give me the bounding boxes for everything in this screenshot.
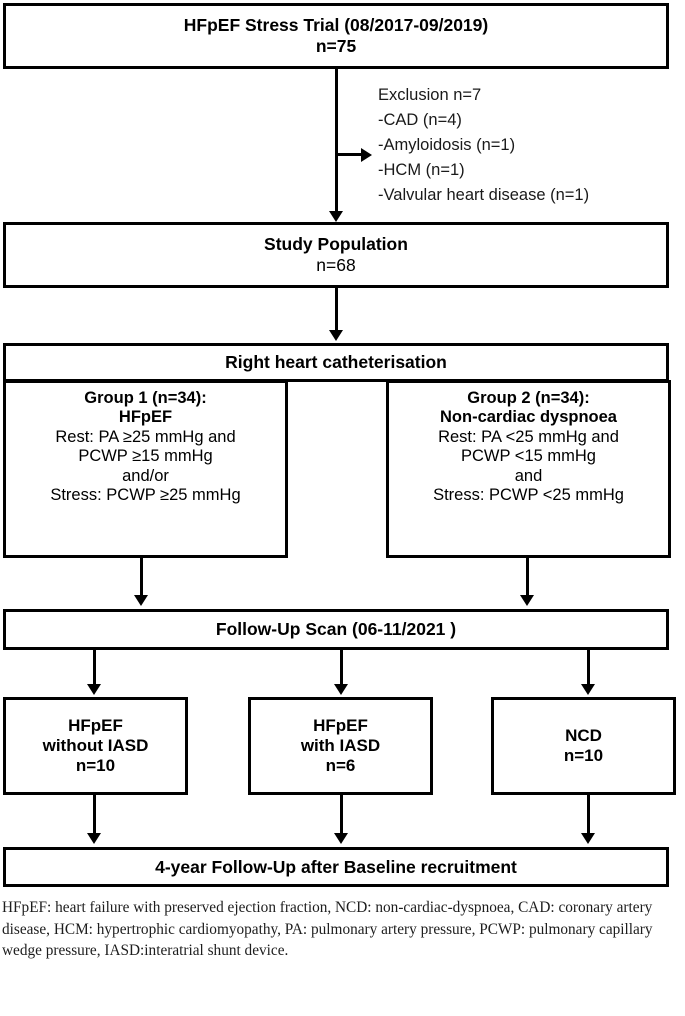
exclusion-item-valvular: -Valvular heart disease (n=1) [378, 186, 590, 205]
arrowhead-group2-to-fuscan [520, 595, 534, 606]
group2-conjunction: and [514, 466, 543, 485]
result1-line1: HFpEF [68, 715, 123, 735]
group2-criterion-2: PCWP <15 mmHg [461, 447, 596, 466]
result3-count: n=10 [563, 746, 604, 765]
studypop-title: Study Population [264, 234, 408, 255]
group2-subheading: Non-cardiac dyspnoea [440, 408, 617, 427]
connector-group1-to-fuscan [140, 558, 143, 597]
trial-title: HFpEF Stress Trial (08/2017-09/2019) [183, 15, 489, 36]
group1-criterion-1: Rest: PA ≥25 mmHg and [55, 427, 236, 446]
arrowhead-trial-to-studypop [329, 211, 343, 222]
exclusion-item-cad: -CAD (n=4) [378, 111, 462, 130]
group1-criterion-2: PCWP ≥15 mmHg [78, 447, 213, 466]
rhc-title: Right heart catheterisation [225, 352, 447, 373]
group2-criterion-3: Stress: PCWP <25 mmHg [433, 486, 624, 505]
result2-count: n=6 [325, 756, 356, 776]
node-4-year-followup: 4-year Follow-Up after Baseline recruitm… [3, 847, 669, 887]
connector-fuscan-to-result3 [587, 650, 590, 686]
group1-heading: Group 1 (n=34): [84, 389, 207, 407]
group1-conjunction: and/or [122, 466, 169, 485]
result2-line1: HFpEF [313, 715, 368, 735]
result2-line2: with IASD [300, 735, 381, 755]
node-study-population: Study Population n=68 [3, 222, 669, 288]
connector-exclusion-branch [338, 153, 362, 156]
trial-count: n=75 [315, 36, 357, 56]
connector-group2-to-fuscan [526, 558, 529, 597]
annotation-exclusion: Exclusion n=7 -CAD (n=4) -Amyloidosis (n… [378, 83, 678, 208]
node-ncd: NCD n=10 [491, 697, 676, 795]
node-group-2: Group 2 (n=34): Non-cardiac dyspnoea Res… [386, 380, 671, 558]
exclusion-item-hcm: -HCM (n=1) [378, 161, 465, 180]
arrowhead-result1-to-final [87, 833, 101, 844]
node-group-1: Group 1 (n=34): HFpEF Rest: PA ≥25 mmHg … [3, 380, 288, 558]
group1-subheading: HFpEF [118, 408, 173, 427]
result3-line1: NCD [565, 725, 602, 745]
group1-criterion-3: Stress: PCWP ≥25 mmHg [50, 486, 241, 505]
group2-criterion-1: Rest: PA <25 mmHg and [438, 427, 619, 446]
connector-fuscan-to-result1 [93, 650, 96, 686]
connector-fuscan-to-result2 [340, 650, 343, 686]
arrowhead-fuscan-to-result2 [334, 684, 348, 695]
final-title: 4-year Follow-Up after Baseline recruitm… [155, 856, 517, 877]
node-hfpef-with-iasd: HFpEF with IASD n=6 [248, 697, 433, 795]
node-hfpef-stress-trial: HFpEF Stress Trial (08/2017-09/2019) n=7… [3, 3, 669, 69]
connector-result3-to-final [587, 795, 590, 835]
exclusion-item-amyloidosis: -Amyloidosis (n=1) [378, 136, 516, 155]
node-followup-scan: Follow-Up Scan (06-11/2021 ) [3, 609, 669, 650]
connector-result2-to-final [340, 795, 343, 835]
node-right-heart-catheterisation: Right heart catheterisation [3, 343, 669, 382]
arrowhead-result3-to-final [581, 833, 595, 844]
connector-result1-to-final [93, 795, 96, 835]
result1-count: n=10 [75, 756, 116, 776]
arrowhead-result2-to-final [334, 833, 348, 844]
arrowhead-fuscan-to-result3 [581, 684, 595, 695]
group2-heading: Group 2 (n=34): [467, 389, 590, 407]
connector-trial-to-studypop [335, 69, 338, 215]
abbreviations-footnote: HFpEF: heart failure with preserved ejec… [2, 899, 653, 960]
result1-line2: without IASD [42, 735, 149, 755]
arrowhead-exclusion-branch [361, 148, 372, 162]
node-hfpef-without-iasd: HFpEF without IASD n=10 [3, 697, 188, 795]
arrowhead-group1-to-fuscan [134, 595, 148, 606]
studypop-count: n=68 [316, 255, 356, 275]
exclusion-heading: Exclusion n=7 [378, 86, 482, 104]
connector-studypop-to-rhc [335, 288, 338, 333]
arrowhead-studypop-to-rhc [329, 330, 343, 341]
arrowhead-fuscan-to-result1 [87, 684, 101, 695]
fuscan-title: Follow-Up Scan (06-11/2021 ) [215, 619, 457, 640]
